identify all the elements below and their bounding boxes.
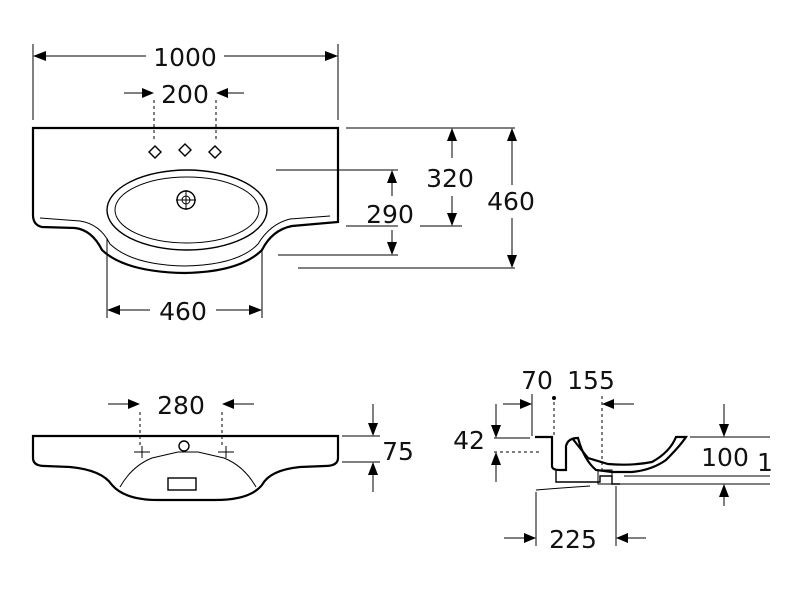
dim-tap-200: 200: [161, 80, 209, 109]
drain-inner: [181, 195, 191, 205]
dim-width-1000: 1000: [153, 43, 217, 72]
front-view-outline: [31, 434, 340, 502]
dim-bowl-290: 290: [366, 200, 414, 229]
dim-side-155: 155: [567, 366, 615, 395]
bowl-inner: [114, 176, 260, 244]
tap-hole-left: [148, 145, 162, 159]
dim-side-42: 42: [453, 426, 485, 455]
side-section-base: [535, 485, 591, 491]
dim-front-280: 280: [157, 391, 205, 420]
dim-front-75: 75: [382, 437, 414, 466]
front-view-inner-contour: [119, 451, 257, 488]
top-view-outline: [31, 126, 340, 275]
dim-depth-320: 320: [426, 164, 474, 193]
front-view: 280 75: [31, 391, 414, 502]
side-section: 70 155 42 100 1 225: [453, 366, 773, 554]
top-view-inner-edge: [39, 215, 331, 267]
tap-hole-right: [208, 145, 222, 159]
dim-side-70: 70: [521, 366, 553, 395]
dim-side-225: 225: [549, 525, 597, 554]
front-tap-hole: [178, 440, 190, 452]
side-section-outline: [535, 435, 689, 474]
tap-hole-center: [178, 143, 192, 157]
front-drain: [167, 477, 197, 491]
dim-side-100: 100: [701, 443, 749, 472]
side-drain: [597, 469, 613, 485]
top-view: 1000 200 320 290 460: [31, 43, 535, 326]
dim-bowl-460: 460: [159, 297, 207, 326]
dim-depth-460: 460: [487, 187, 535, 216]
drain-cross: [176, 190, 196, 210]
bowl-outer: [106, 169, 268, 251]
dim-side-1: 1: [757, 448, 773, 477]
